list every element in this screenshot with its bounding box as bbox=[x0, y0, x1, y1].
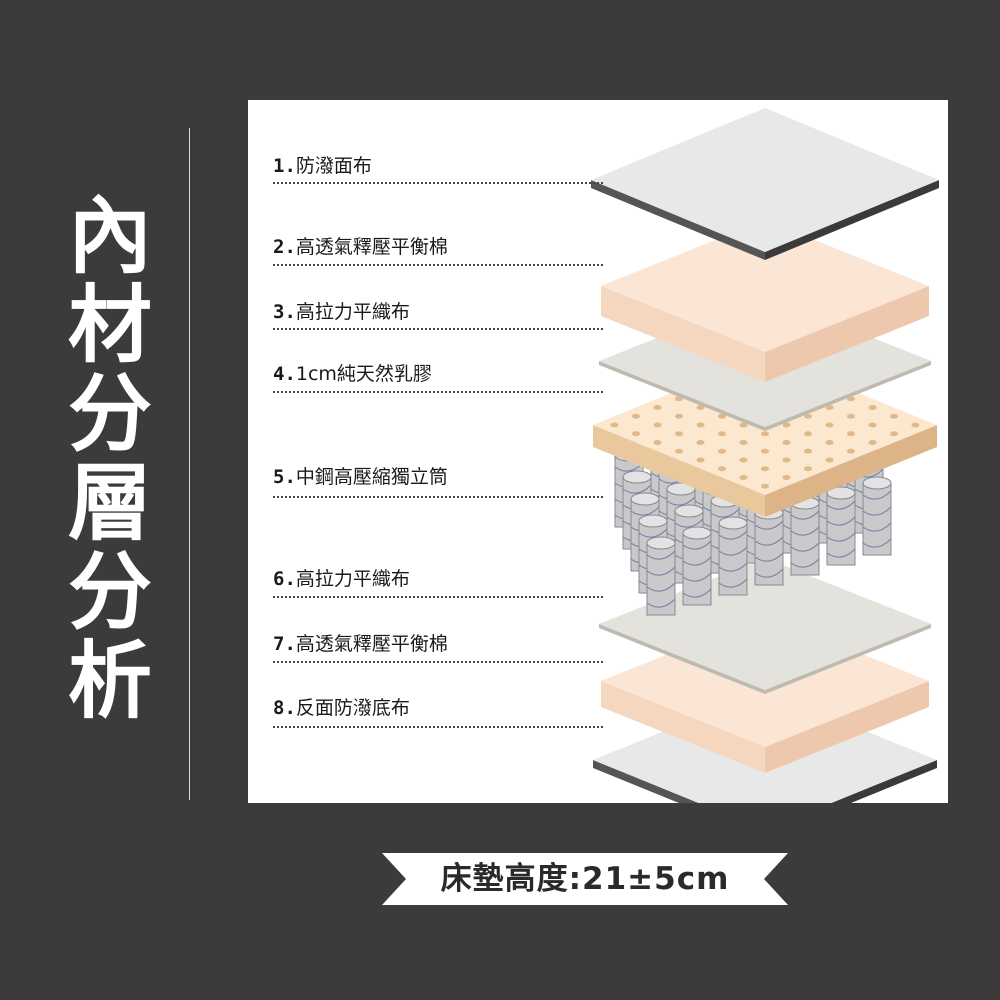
leader-line bbox=[273, 661, 603, 663]
layer-2-foam bbox=[601, 220, 929, 382]
title-char: 層 bbox=[67, 454, 152, 552]
layer-1-top-fabric bbox=[591, 108, 939, 260]
leader-line bbox=[273, 182, 603, 184]
layer-6-mesh bbox=[599, 558, 931, 694]
spring-coil bbox=[718, 522, 748, 596]
layer-label-7: 7.高透氣釋壓平衡棉 bbox=[273, 633, 448, 655]
title-char: 內 bbox=[67, 187, 152, 285]
leader-line bbox=[273, 264, 603, 266]
divider bbox=[189, 128, 190, 800]
spring-coil bbox=[862, 482, 892, 556]
spring-coil bbox=[790, 502, 820, 576]
layer-diagram-panel: 1.防潑面布 2.高透氣釋壓平衡棉 3.高拉力平織布 4.1cm純天然乳膠 5.… bbox=[248, 100, 948, 803]
title-char: 分 bbox=[67, 365, 152, 463]
layer-label-8: 8.反面防潑底布 bbox=[273, 697, 410, 719]
spring-coil bbox=[682, 532, 712, 606]
leader-line bbox=[273, 391, 603, 393]
title-char: 分 bbox=[67, 543, 152, 641]
spring-coil bbox=[646, 542, 676, 616]
layer-label-6: 6.高拉力平織布 bbox=[273, 568, 410, 590]
height-banner: 床墊高度:21±5cm bbox=[382, 853, 788, 905]
mattress-height-text: 床墊高度:21±5cm bbox=[440, 861, 730, 897]
title-char: 材 bbox=[67, 276, 152, 374]
leader-line bbox=[273, 596, 603, 598]
leader-line bbox=[273, 726, 603, 728]
title-char: 析 bbox=[67, 632, 152, 730]
spring-coil bbox=[826, 492, 856, 566]
layer-label-3: 3.高拉力平織布 bbox=[273, 301, 410, 323]
spring-coil bbox=[754, 512, 784, 586]
leader-line bbox=[273, 496, 603, 498]
layer-label-5: 5.中鋼高壓縮獨立筒 bbox=[273, 466, 448, 488]
leader-line bbox=[273, 328, 603, 330]
layer-label-1: 1.防潑面布 bbox=[273, 155, 372, 177]
layer-label-4: 4.1cm純天然乳膠 bbox=[273, 363, 432, 385]
page-title: 內 材 分 層 分 析 bbox=[62, 192, 158, 726]
mattress-layers-illustration bbox=[591, 108, 939, 803]
layer-label-2: 2.高透氣釋壓平衡棉 bbox=[273, 236, 448, 258]
